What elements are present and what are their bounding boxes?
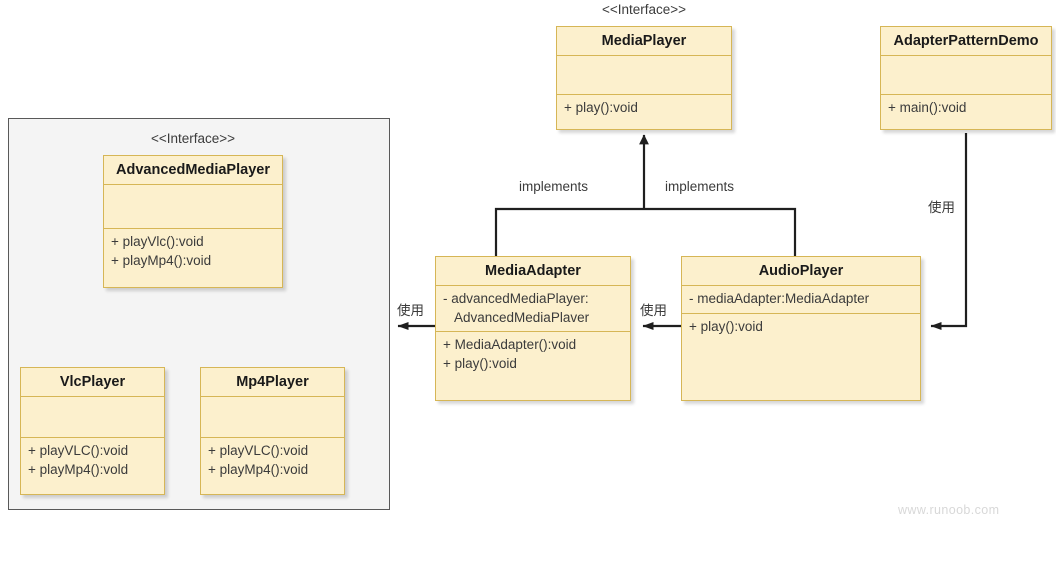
attribute-row: AdvancedMediaPlaver — [454, 309, 590, 325]
class-title-advancedmediaplayer: AdvancedMediaPlayer — [104, 156, 282, 186]
class-box-mediaplayer[interactable]: MediaPlayer + play():void — [556, 26, 732, 130]
edge-label-uses-mediaadapter: 使用 — [637, 299, 670, 319]
operation-row: + playVLC():void — [28, 443, 129, 459]
class-box-vlcplayer[interactable]: VlcPlayer + playVLC():void + playMp4():v… — [20, 367, 165, 495]
operation-row: + MediaAdapter():void — [443, 337, 577, 353]
edge-label-implements-mediaadapter: implements — [516, 179, 592, 194]
operation-row: + play():void — [564, 100, 638, 116]
edge-label-uses-audioplayer: 使用 — [925, 196, 958, 216]
operation-row: + play():void — [443, 356, 517, 371]
class-operations-mediaadapter: + MediaAdapter():void + play():void — [436, 332, 630, 377]
class-title-mediaplayer: MediaPlayer — [557, 27, 731, 57]
class-operations-vlcplayer: + playVLC():void + playMp4():vold — [21, 438, 164, 483]
class-title-adapterpatterndemo: AdapterPatternDemo — [881, 27, 1051, 57]
class-box-advancedmediaplayer[interactable]: AdvancedMediaPlayer + playVlc():void + p… — [103, 155, 283, 288]
edge-mediaadapter-implements-mediaplayer — [494, 207, 644, 256]
attribute-row: - advancedMediaPlayer: — [443, 291, 589, 307]
class-attributes-mediaplayer — [557, 56, 731, 96]
class-attributes-adapterpatterndemo — [881, 56, 1051, 96]
operation-row: + playMp4():void — [208, 461, 309, 477]
operation-row: + playMp4():void — [111, 252, 212, 268]
class-attributes-audioplayer: - mediaAdapter:MediaAdapter — [682, 286, 920, 314]
class-attributes-vlcplayer — [21, 397, 164, 439]
class-title-mediaadapter: MediaAdapter — [436, 257, 630, 287]
edge-label-uses-advancedmediaplayer: 使用 — [394, 299, 427, 319]
operation-row: + play():void — [689, 318, 763, 334]
edge-adapterpatterndemo-uses-audioplayer — [930, 133, 968, 330]
class-box-audioplayer[interactable]: AudioPlayer - mediaAdapter:MediaAdapter … — [681, 256, 921, 401]
operation-row: + main():void — [888, 100, 967, 116]
class-attributes-advancedmediaplayer — [104, 185, 282, 230]
class-operations-audioplayer: + play():void — [682, 314, 920, 341]
operation-row: + playMp4():vold — [28, 461, 129, 477]
class-operations-mediaplayer: + play():void — [557, 95, 731, 122]
stereotype-advancedmediaplayer: <<Interface>> — [150, 131, 236, 146]
watermark-runoob: www.runoob.com — [898, 503, 1000, 517]
operation-row: + playVLC():void — [208, 443, 309, 459]
class-box-adapterpatterndemo[interactable]: AdapterPatternDemo + main():void — [880, 26, 1052, 130]
stereotype-mediaplayer: <<Interface>> — [601, 2, 687, 17]
class-attributes-mp4player — [201, 397, 344, 439]
class-title-audioplayer: AudioPlayer — [682, 257, 920, 287]
edge-label-implements-audioplayer: implements — [662, 179, 738, 194]
class-box-mediaadapter[interactable]: MediaAdapter - advancedMediaPlayer: Adva… — [435, 256, 631, 401]
class-operations-mp4player: + playVLC():void + playMp4():void — [201, 438, 344, 483]
class-title-mp4player: Mp4Player — [201, 368, 344, 398]
class-title-vlcplayer: VlcPlayer — [21, 368, 164, 398]
edge-audioplayer-implements-mediaplayer — [644, 207, 797, 256]
class-operations-adapterpatterndemo: + main():void — [881, 95, 1051, 122]
operation-row: + playVlc():void — [111, 234, 204, 250]
class-box-mp4player[interactable]: Mp4Player + playVLC():void + playMp4():v… — [200, 367, 345, 495]
attribute-row: - mediaAdapter:MediaAdapter — [689, 291, 870, 307]
class-attributes-mediaadapter: - advancedMediaPlayer: AdvancedMediaPlav… — [436, 286, 630, 333]
class-operations-advancedmediaplayer: + playVlc():void + playMp4():void — [104, 229, 282, 274]
